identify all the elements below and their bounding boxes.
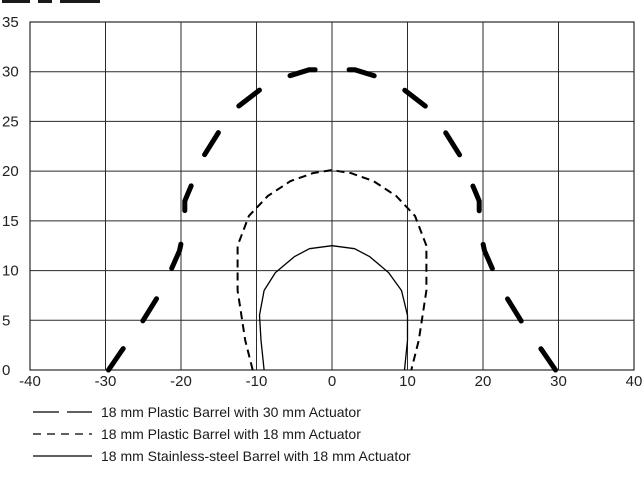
y-tick-label: 35	[2, 14, 19, 31]
y-tick-label: 25	[2, 113, 19, 130]
cropped-title-stroke	[2, 0, 30, 3]
series-line-solid	[258, 245, 409, 371]
cropped-title-stroke	[38, 0, 52, 3]
legend-layer: 18 mm Plastic Barrel with 30 mm Actuator…	[33, 404, 411, 464]
x-tick-label: 20	[475, 373, 492, 390]
cropped-title-fragment	[0, 0, 120, 6]
x-tick-label: 40	[626, 373, 643, 390]
x-tick-label: 0	[328, 373, 336, 390]
legend-label: 18 mm Plastic Barrel with 30 mm Actuator	[101, 404, 361, 420]
y-tick-label: 15	[2, 213, 19, 230]
x-tick-label: -30	[95, 373, 117, 390]
y-tick-label: 0	[2, 362, 10, 379]
series-layer	[106, 67, 558, 373]
y-tick-label: 20	[2, 163, 19, 180]
legend-label: 18 mm Plastic Barrel with 18 mm Actuator	[101, 426, 361, 442]
grid-layer	[29, 21, 635, 371]
y-tick-label: 30	[2, 64, 19, 81]
y-tick-label: 10	[2, 263, 19, 280]
plot-frame	[29, 21, 635, 371]
x-tick-label: -20	[170, 373, 192, 390]
x-tick-label: 30	[550, 373, 567, 390]
cropped-title-stroke	[60, 0, 100, 3]
x-tick-label: 10	[399, 373, 416, 390]
x-tick-label: -10	[246, 373, 268, 390]
y-tick-label: 5	[2, 312, 10, 329]
x-tick-label: -40	[19, 373, 41, 390]
legend-label: 18 mm Stainless-steel Barrel with 18 mm …	[101, 448, 411, 464]
series-line-short-dash	[236, 169, 428, 371]
tick-layer: -40 -30 -20 -10 0 10 20 30 40 0 5 10 15 20 25 30 35	[2, 14, 642, 390]
series-line-long-dash	[106, 67, 558, 373]
